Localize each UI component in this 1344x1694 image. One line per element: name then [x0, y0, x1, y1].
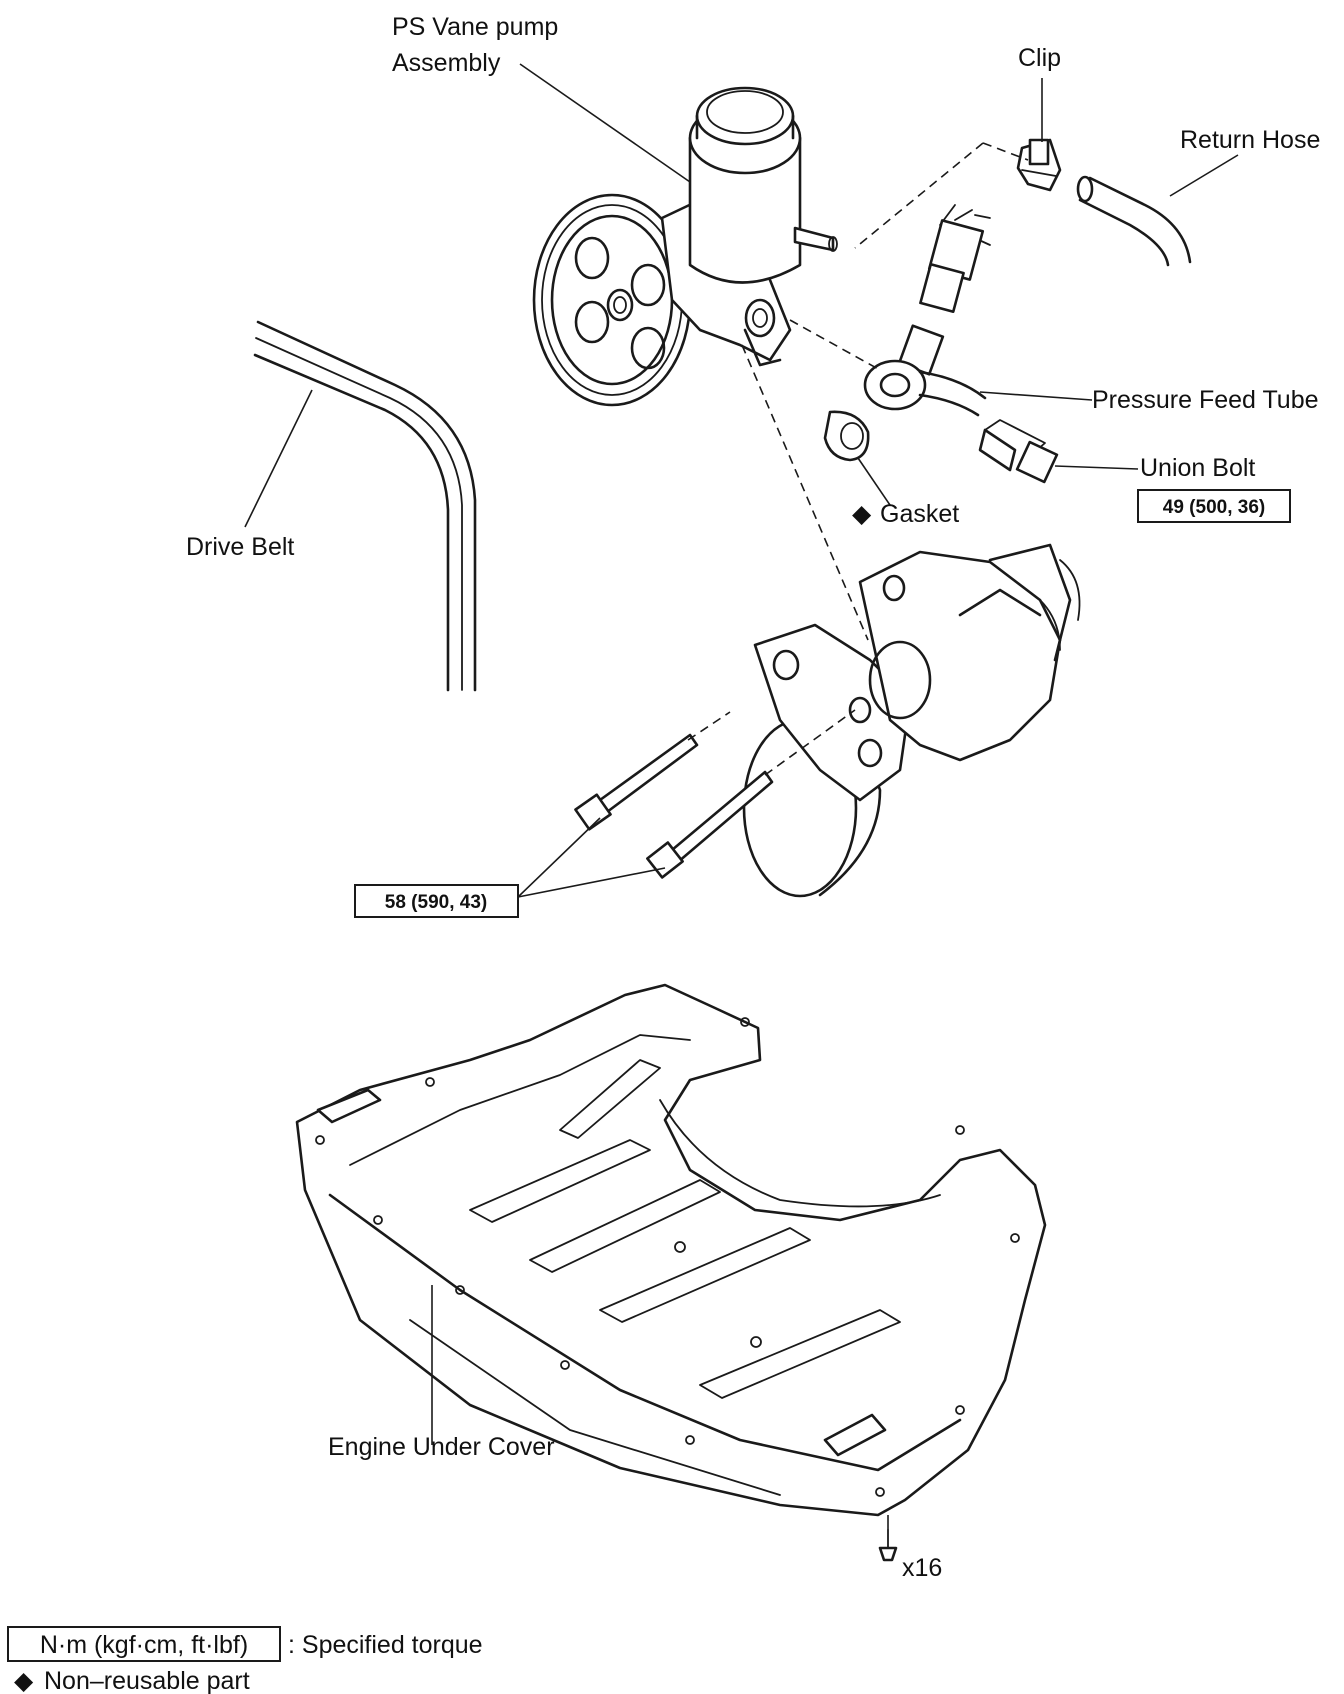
legend-torque-desc: : Specified torque: [288, 1631, 483, 1659]
ps-vane-pump-assembly: [532, 86, 838, 407]
gasket-part: [823, 410, 870, 462]
ps-pump-label-line1: PS Vane pump: [392, 13, 558, 41]
screw-count-label: x16: [902, 1554, 942, 1582]
union-bolt-torque-box: [1137, 489, 1291, 523]
bracket-bolt-torque: 58 (590, 43): [385, 892, 487, 913]
pressure-feed-tube-part: [863, 204, 991, 417]
ps-pump-label-line2: Assembly: [392, 49, 501, 77]
gasket-symbol: ◆: [852, 500, 872, 528]
return-hose-label: Return Hose: [1180, 126, 1320, 154]
return-hose-part: [1076, 175, 1192, 267]
pump-bracket-engine: [742, 543, 1081, 898]
legend-torque-box: [7, 1626, 281, 1662]
engine-under-cover: [295, 983, 1047, 1517]
cover-screw-icon: [878, 1529, 898, 1562]
legend-torque-unit: N·m (kgf·cm, ft·lbf): [40, 1631, 248, 1659]
pressure-feed-tube-label: Pressure Feed Tube: [1092, 386, 1319, 414]
union-bolt-label: Union Bolt: [1140, 454, 1255, 482]
legend-non-reusable-symbol: ◆: [14, 1667, 34, 1694]
legend-non-reusable: Non–reusable part: [44, 1667, 250, 1694]
leader-lines: [244, 63, 1239, 1530]
drive-belt-label: Drive Belt: [186, 533, 294, 561]
clip-label: Clip: [1018, 44, 1061, 72]
union-bolt-part: [978, 419, 1059, 484]
bracket-bolt-torque-box: [354, 884, 519, 918]
engine-under-cover-label: Engine Under Cover: [328, 1433, 555, 1461]
gasket-label: Gasket: [880, 500, 959, 528]
clip-part: [1016, 138, 1062, 192]
legend: N·m (kgf·cm, ft·lbf) : Specified torque …: [7, 1626, 483, 1694]
union-bolt-torque: 49 (500, 36): [1163, 497, 1265, 518]
drive-belt: [253, 320, 477, 692]
bracket-bolts: [574, 733, 774, 879]
alignment-lines: [687, 142, 1029, 776]
